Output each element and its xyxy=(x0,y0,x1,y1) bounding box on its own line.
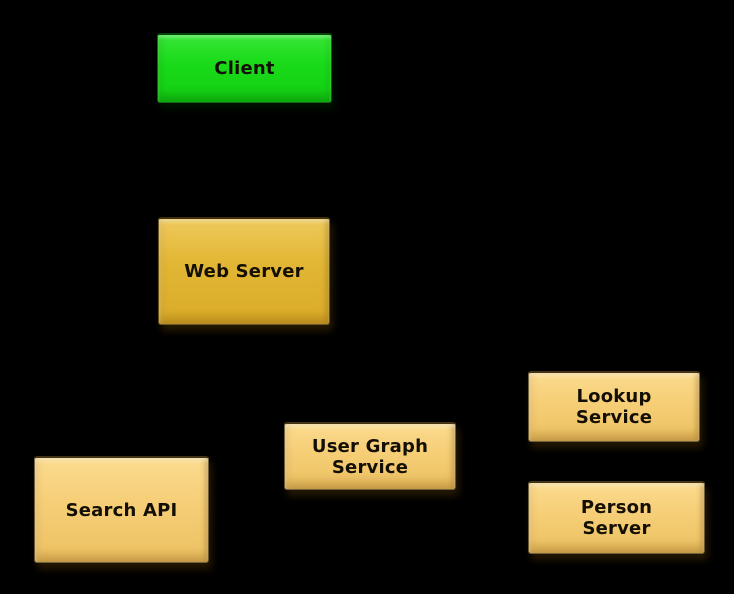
node-search-api-label: Search API xyxy=(65,499,178,521)
node-user-graph-service-label: User Graph Service xyxy=(311,435,429,478)
node-client: Client xyxy=(157,33,332,103)
node-web-server-label: Web Server xyxy=(184,261,304,282)
node-person-server-label: Person Server xyxy=(580,497,653,539)
node-client-label: Client xyxy=(214,58,275,79)
node-lookup-service-label: Lookup Service xyxy=(575,386,653,428)
node-web-server: Web Server xyxy=(158,217,330,325)
node-person-server: Person Server xyxy=(528,481,705,554)
node-search-api: Search API xyxy=(34,456,209,563)
node-lookup-service: Lookup Service xyxy=(528,371,700,442)
node-user-graph-service: User Graph Service xyxy=(284,422,456,490)
